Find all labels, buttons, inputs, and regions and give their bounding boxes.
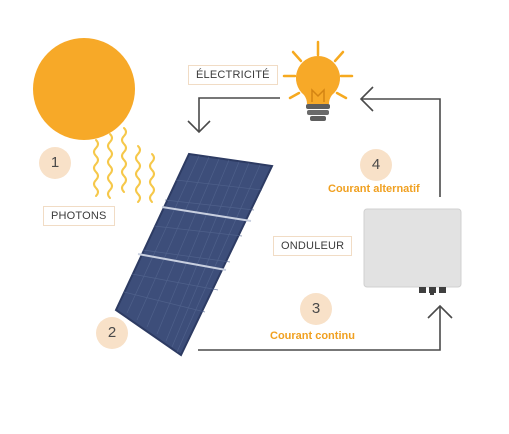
electricity-flow-arrow — [198, 97, 280, 132]
ac-arrowhead — [359, 86, 374, 112]
caption-courant-continu: Courant continu — [270, 330, 355, 342]
solar-panel-icon — [114, 152, 274, 357]
label-onduleur: ONDULEUR — [273, 236, 353, 256]
photon-waves-icon — [93, 127, 155, 203]
ac-flow-arrow — [361, 98, 441, 197]
dc-arrowhead — [427, 304, 453, 319]
caption-courant-alternatif: Courant alternatif — [328, 183, 420, 195]
step-badge-2: 2 — [96, 317, 128, 349]
step-badge-3: 3 — [300, 293, 332, 325]
step-badge-1: 1 — [39, 147, 71, 179]
sun-icon — [33, 38, 135, 140]
step-badge-4: 4 — [360, 149, 392, 181]
inverter-icon — [363, 208, 462, 295]
electricity-arrowhead — [187, 120, 211, 134]
label-photons: PHOTONS — [43, 206, 115, 226]
label-electricite: ÉLECTRICITÉ — [188, 65, 278, 85]
light-bulb-icon — [282, 40, 354, 121]
dc-flow-arrow — [198, 306, 441, 351]
